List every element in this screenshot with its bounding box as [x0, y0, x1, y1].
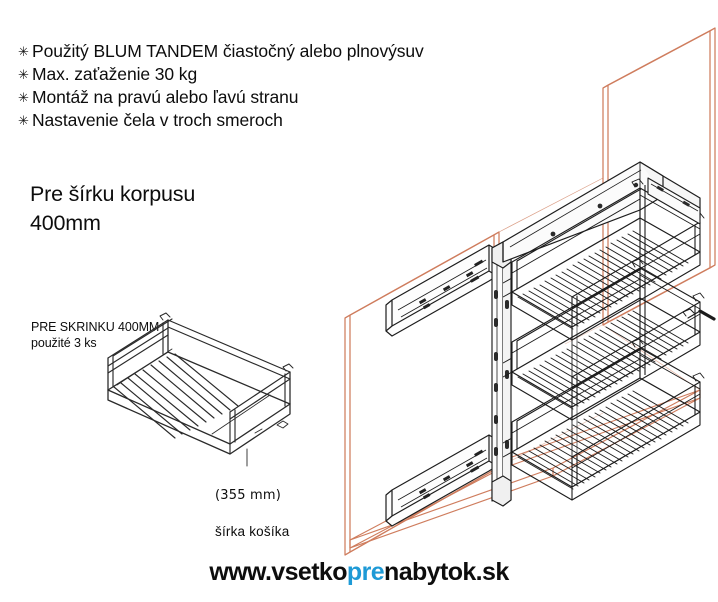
wire-basket: [502, 258, 716, 421]
top-carrier-beam: [502, 161, 701, 263]
spec-item: ✳Montáž na pravú alebo ľavú stranu: [18, 86, 538, 109]
spec-item: ✳Max. zaťaženie 30 kg: [18, 63, 538, 86]
spec-item-label: Použitý BLUM TANDEM čiastočný alebo plno…: [32, 41, 424, 61]
front-frame: [491, 241, 512, 507]
bullet-star-icon: ✳: [18, 44, 29, 59]
website-url[interactable]: www.vsetkoprenabytok.sk: [0, 558, 718, 587]
top-slide-bracket: [647, 177, 701, 225]
bullet-star-icon: ✳: [18, 113, 29, 128]
drawer-slide: [385, 434, 498, 527]
spec-item-label: Montáž na pravú alebo ľavú stranu: [32, 87, 299, 107]
basket-detail-caption: PRE SKRINKU 400MM použité 3 ks: [31, 320, 160, 350]
url-segment-highlight: pre: [346, 558, 385, 586]
basket-dimension-caption: (355 mm) šírka košíka: [215, 468, 289, 541]
spec-item: ✳Použitý BLUM TANDEM čiastočný alebo pln…: [18, 40, 538, 63]
url-segment-prefix: www.vsetko: [209, 558, 347, 586]
bullet-star-icon: ✳: [18, 67, 29, 82]
wire-basket: [502, 178, 705, 341]
spec-item-label: Max. zaťaženie 30 kg: [32, 64, 198, 84]
rear-support-rod: [571, 185, 646, 487]
spec-item: ✳Nastavenie čela v troch smeroch: [18, 109, 538, 132]
basket-pull-handle: [682, 308, 716, 321]
spec-item-label: Nastavenie čela v troch smeroch: [32, 110, 283, 130]
bullet-star-icon: ✳: [18, 90, 29, 105]
specification-list: ✳Použitý BLUM TANDEM čiastočný alebo pln…: [18, 40, 538, 132]
page-title: Pre šírku korpusu 400mm: [30, 182, 196, 235]
url-segment-suffix: nabytok.sk: [384, 558, 509, 586]
basket-width-label: šírka košíka: [215, 524, 290, 539]
basket-width-value: (355 mm): [215, 488, 282, 503]
drawer-slide: [385, 244, 498, 337]
wire-basket: [502, 338, 705, 501]
